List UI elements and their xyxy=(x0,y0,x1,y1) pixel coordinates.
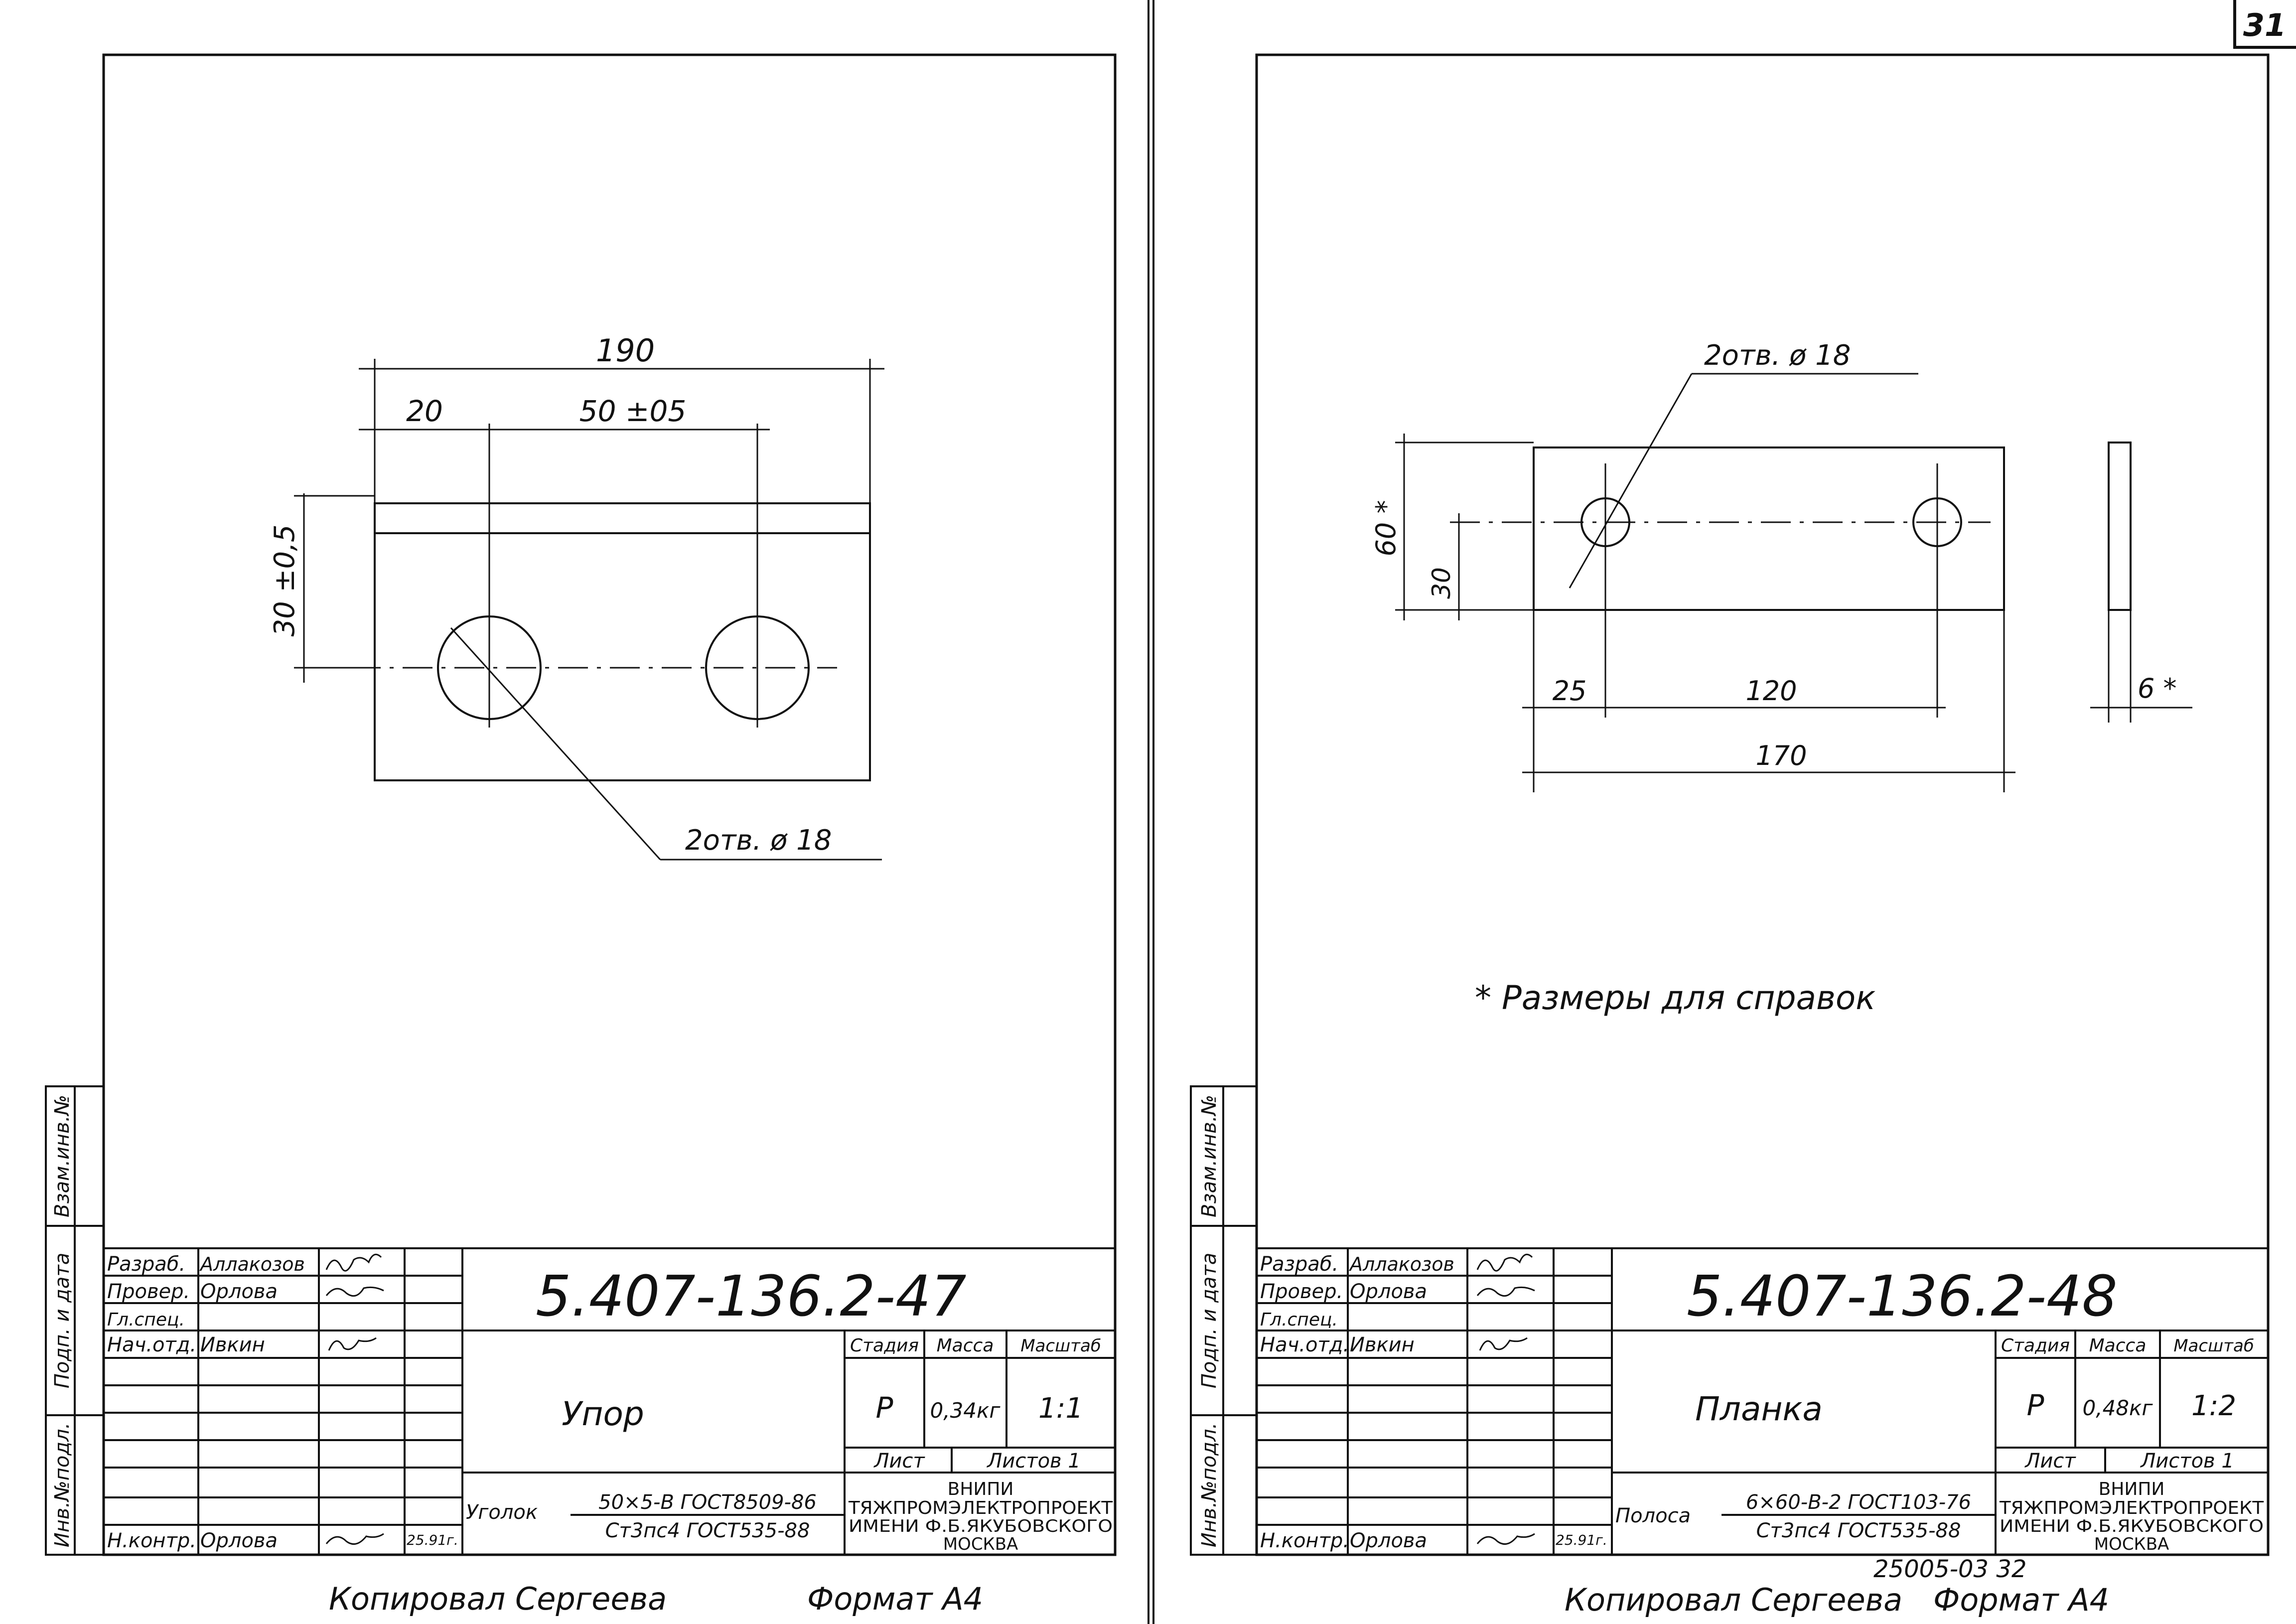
name-department-head: Ивкин xyxy=(200,1333,265,1356)
role-checker: Провер. xyxy=(107,1280,190,1303)
name-standards-control: Орлова xyxy=(1350,1529,1427,1552)
role-chief-specialist: Гл.спец. xyxy=(107,1310,185,1330)
dim-holes: 2отв. ø 18 xyxy=(1704,339,1851,372)
mass-header: Масса xyxy=(937,1335,994,1356)
role-checker: Провер. xyxy=(1260,1280,1343,1303)
scale-header: Масштаб xyxy=(2173,1336,2254,1356)
reference-note: * Размеры для справок xyxy=(1475,979,1875,1017)
dim-edge: 25 xyxy=(1553,675,1587,707)
org-line-1: ВНИПИ xyxy=(948,1479,1014,1499)
name-checker: Орлова xyxy=(200,1280,278,1303)
stage-header: Стадия xyxy=(2001,1335,2070,1356)
sheet-frame xyxy=(1255,53,2270,1556)
stage-value: Р xyxy=(876,1391,893,1425)
material-grade: Ст3пс4 ГОСТ535-88 xyxy=(605,1519,810,1542)
dim-total: 190 xyxy=(596,332,655,369)
org-line-3: ИМЕНИ Ф.Б.ЯКУБОВСКОГО xyxy=(2000,1516,2264,1536)
name-developer: Аллакозов xyxy=(199,1253,305,1275)
dim-total: 170 xyxy=(1755,740,1807,771)
dim-hole-offset: 30 xyxy=(1427,567,1456,599)
footer-copied-by: Копировал Сергеева xyxy=(329,1581,667,1617)
role-chief-specialist: Гл.спец. xyxy=(1260,1310,1338,1330)
dim-pitch: 120 xyxy=(1745,675,1797,707)
role-standards-control: Н.контр. xyxy=(107,1529,196,1552)
name-checker: Орлова xyxy=(1350,1280,1427,1303)
stage-header: Стадия xyxy=(850,1335,919,1356)
role-department-head: Нач.отд. xyxy=(1260,1333,1349,1356)
part-name: Упор xyxy=(562,1395,644,1433)
drawing-designation: 5.407-136.2-48 xyxy=(1687,1264,2118,1329)
role-department-head: Нач.отд. xyxy=(107,1333,196,1356)
title-block-grid xyxy=(1257,1247,2268,1555)
dim-height: 60 * xyxy=(1370,500,1402,557)
approval-date: 25.91г. xyxy=(1556,1532,1607,1548)
material-spec: 6×60-В-2 ГОСТ103-76 xyxy=(1746,1491,1971,1514)
dim-edge: 20 xyxy=(406,394,443,428)
name-standards-control: Орлова xyxy=(200,1529,278,1552)
stamp-signature-date: Подп. и дата xyxy=(1198,1253,1221,1388)
dim-pitch: 50 ±05 xyxy=(579,394,687,428)
hole-leader xyxy=(450,627,661,861)
stamp-replaced-inv: Взам.инв.№ xyxy=(51,1095,74,1217)
stamp-original-inv: Инв.№подл. xyxy=(51,1423,74,1548)
org-line-2: ТЯЖПРОМЭЛЕКТРОПРОЕКТ xyxy=(1999,1498,2264,1518)
dim-thickness: 6 * xyxy=(2138,673,2177,704)
org-line-4: МОСКВА xyxy=(2094,1534,2169,1554)
footer-copied-by: Копировал Сергеева xyxy=(1565,1582,1902,1618)
scale-value: 1:1 xyxy=(1038,1392,1083,1425)
name-department-head: Ивкин xyxy=(1350,1333,1415,1356)
signature-marks xyxy=(1476,1253,1535,1545)
sheet-frame xyxy=(102,53,1117,1556)
part-outline xyxy=(374,502,871,781)
hole-leader xyxy=(1569,373,1693,589)
material-name: Полоса xyxy=(1615,1504,1691,1527)
dim-height: 30 ±0,5 xyxy=(269,524,301,636)
stage-value: Р xyxy=(2027,1388,2044,1422)
mass-value: 0,34кг xyxy=(930,1398,1001,1423)
side-stamp-column xyxy=(1190,1085,1258,1556)
name-developer: Аллакозов xyxy=(1348,1253,1454,1275)
drawing-designation: 5.407-136.2-47 xyxy=(536,1264,967,1329)
part-drawing-stop xyxy=(294,359,884,861)
page-number-box: 31 xyxy=(2233,0,2296,49)
stamp-signature-date: Подп. и дата xyxy=(51,1253,74,1388)
title-block-grid xyxy=(104,1247,1115,1555)
material-spec: 50×5-В ГОСТ8509-86 xyxy=(598,1491,817,1514)
archive-number: 25005-03 32 xyxy=(1873,1555,2026,1583)
page-number: 31 xyxy=(2243,7,2286,43)
role-developer: Разраб. xyxy=(107,1253,185,1276)
signature-marks xyxy=(325,1253,384,1545)
sheets-count-label: Листов 1 xyxy=(2140,1450,2234,1473)
stamp-replaced-inv: Взам.инв.№ xyxy=(1198,1095,1221,1217)
mass-value: 0,48кг xyxy=(2083,1396,2153,1420)
material-grade: Ст3пс4 ГОСТ535-88 xyxy=(1756,1519,1961,1542)
sheet-48: 2отв. ø 18 60 * 30 25 120 170 6 * * Разм… xyxy=(1190,53,2270,1618)
approval-date: 25.91г. xyxy=(407,1532,458,1548)
plate-edge-view xyxy=(2108,442,2132,611)
footer-format: Формат А4 xyxy=(807,1581,983,1617)
sheets-count-label: Листов 1 xyxy=(986,1450,1081,1473)
part-drawing-plate xyxy=(1395,373,2192,792)
org-line-1: ВНИПИ xyxy=(2099,1479,2165,1499)
scale-value: 1:2 xyxy=(2191,1390,2236,1422)
dim-holes: 2отв. ø 18 xyxy=(685,824,832,857)
plate-outline xyxy=(1533,446,2005,611)
sheet-47: 190 20 50 ±05 30 ±0,5 2отв. ø 18 Взам.ин… xyxy=(45,53,1117,1617)
side-stamp-column xyxy=(45,1085,105,1556)
org-line-2: ТЯЖПРОМЭЛЕКТРОПРОЕКТ xyxy=(848,1498,1113,1518)
role-standards-control: Н.контр. xyxy=(1260,1529,1349,1552)
mass-header: Масса xyxy=(2089,1335,2147,1356)
sheet-label: Лист xyxy=(873,1450,925,1473)
role-developer: Разраб. xyxy=(1260,1253,1338,1276)
stamp-original-inv: Инв.№подл. xyxy=(1198,1423,1221,1548)
scale-header: Масштаб xyxy=(1020,1336,1101,1356)
material-name: Уголок xyxy=(466,1501,538,1524)
sheet-label: Лист xyxy=(2024,1450,2076,1473)
org-line-3: ИМЕНИ Ф.Б.ЯКУБОВСКОГО xyxy=(849,1516,1113,1536)
org-line-4: МОСКВА xyxy=(943,1534,1018,1554)
part-name: Планка xyxy=(1695,1390,1823,1428)
footer-format: Формат А4 xyxy=(1933,1582,2109,1618)
